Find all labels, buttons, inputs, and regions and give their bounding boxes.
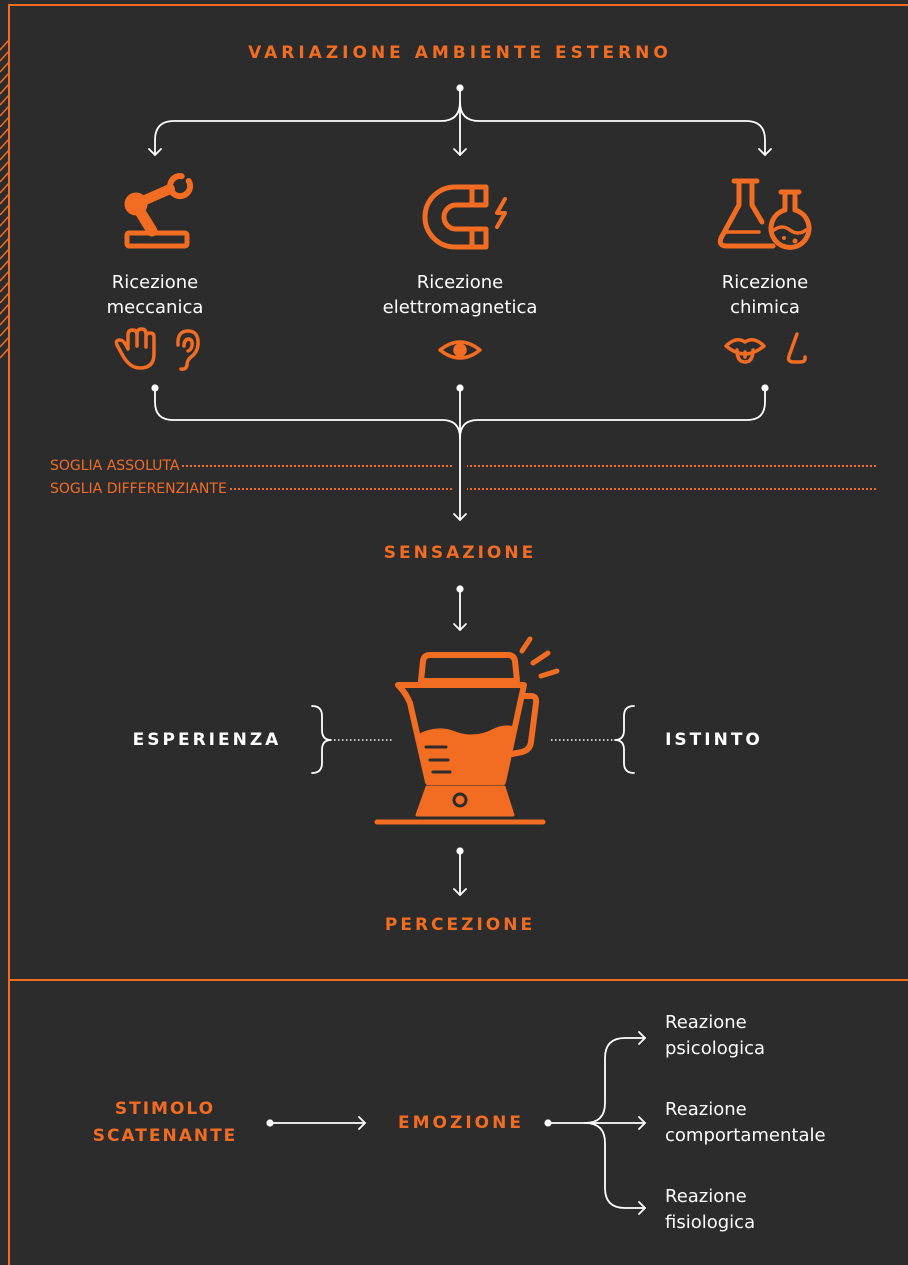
connector-left (154, 101, 461, 156)
arrowhead-down (453, 513, 467, 521)
emotion-label: EMOZIONE (398, 1113, 524, 1133)
reaction-label-line: Reazione (665, 1012, 747, 1033)
connector-dot (761, 384, 769, 392)
reaction-behavioral: Reazione comportamentale (665, 1097, 826, 1149)
blender-base (415, 785, 515, 817)
trigger-label-line: STIMOLO (114, 1099, 216, 1119)
arrowhead-down (148, 148, 162, 156)
blender-measure-marks (424, 745, 452, 774)
arrowhead-down (758, 148, 772, 156)
instinct-label: ISTINTO (665, 730, 763, 750)
trigger-stimulus-label: STIMOLO SCATENANTE (65, 1096, 265, 1150)
mouth-tongue-icon (724, 338, 766, 364)
nose-icon (786, 332, 807, 364)
blender-icon (374, 636, 560, 825)
reception-label-line: Ricezione (111, 272, 199, 293)
top-branch-connector (148, 84, 772, 156)
eye-icon (438, 340, 482, 360)
arrowhead-right (638, 1116, 646, 1130)
experience-label: ESPERIENZA (132, 730, 282, 750)
reception-label-line: meccanica (106, 297, 204, 318)
blender-jar (395, 682, 527, 785)
reaction-label-line: Reazione (665, 1099, 747, 1120)
reception-label-chemical: Ricezione chimica (665, 270, 865, 320)
experience-brace (311, 705, 393, 774)
arrowhead-right (638, 1031, 646, 1045)
magnet-icon (422, 184, 507, 250)
ear-icon (176, 329, 200, 371)
connector-right (459, 101, 766, 156)
reaction-physiological: Reazione fisiologica (665, 1184, 755, 1236)
blender-knob (452, 792, 468, 808)
reaction-label-line: psicologica (665, 1038, 766, 1059)
connector-left (154, 387, 461, 439)
arrowhead-down (453, 148, 467, 156)
sensation-label: SENSAZIONE (383, 543, 537, 563)
blender-contents (415, 725, 513, 779)
reception-label-line: elettromagnetica (382, 297, 538, 318)
flasks-icon (717, 178, 812, 250)
reception-label-line: Ricezione (721, 272, 809, 293)
branch-psychological (584, 1037, 646, 1124)
blender-lid (418, 652, 520, 684)
reception-label-line: chimica (730, 297, 800, 318)
connector-dot (456, 384, 464, 392)
perception-arrow (453, 847, 467, 896)
diagram-title: VARIAZIONE AMBIENTE ESTERNO (248, 43, 672, 63)
reaction-psychological: Reazione psicologica (665, 1010, 765, 1062)
reception-label-electromagnetic: Ricezione elettromagnetica (310, 270, 610, 320)
differential-threshold-label: SOGLIA DIFFERENZIANTE (50, 481, 227, 497)
robot-arm-icon (124, 173, 194, 249)
arrowhead-right (638, 1201, 646, 1215)
reaction-label-line: fisiologica (665, 1212, 756, 1233)
reception-label-line: Ricezione (416, 272, 504, 293)
absolute-threshold-line (182, 465, 876, 467)
branch-physiological (584, 1122, 646, 1209)
differential-threshold-line (229, 488, 876, 490)
connector-dot (151, 384, 159, 392)
reaction-label-line: comportamentale (665, 1125, 826, 1146)
reception-label-mechanical: Ricezione meccanica (55, 270, 255, 320)
differential-threshold: SOGLIA DIFFERENZIANTE (50, 481, 876, 497)
sensation-arrow (453, 585, 467, 631)
reaction-label-line: Reazione (665, 1186, 747, 1207)
absolute-threshold: SOGLIA ASSOLUTA (50, 458, 876, 474)
connector-dot (456, 84, 464, 92)
trigger-label-line: SCATENANTE (92, 1126, 238, 1146)
frame-border (8, 4, 908, 1265)
absolute-threshold-label: SOGLIA ASSOLUTA (50, 458, 180, 474)
converging-connector (151, 384, 769, 521)
connector-right (459, 387, 766, 439)
blender-handle (509, 693, 540, 757)
trigger-to-emotion-arrow (266, 1116, 366, 1130)
motion-lines (519, 636, 560, 679)
edge-hatch-decoration (0, 39, 10, 359)
hand-icon (114, 327, 156, 370)
perception-label: PERCEZIONE (384, 915, 536, 935)
